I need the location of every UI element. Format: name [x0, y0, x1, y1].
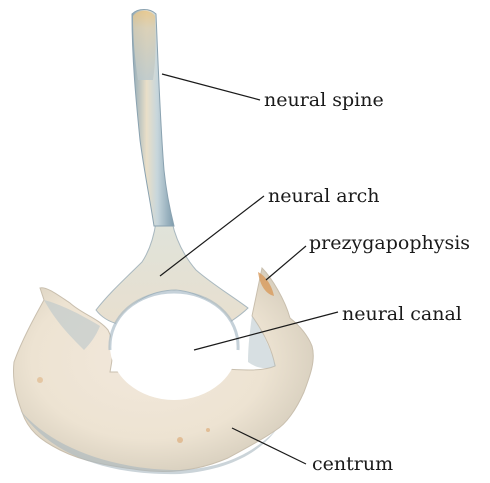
stain-spot: [177, 437, 183, 443]
leader-line-prezygapophysis: [266, 246, 306, 280]
label-neural-arch: neural arch: [268, 187, 380, 206]
label-neural-canal: neural canal: [342, 305, 462, 324]
stain-spot: [206, 428, 210, 432]
leader-line-neural-spine: [162, 74, 260, 100]
label-prezygapophysis: prezygapophysis: [309, 234, 470, 253]
label-neural-spine: neural spine: [264, 91, 384, 110]
label-centrum: centrum: [312, 455, 393, 474]
stain-spot: [37, 377, 43, 383]
